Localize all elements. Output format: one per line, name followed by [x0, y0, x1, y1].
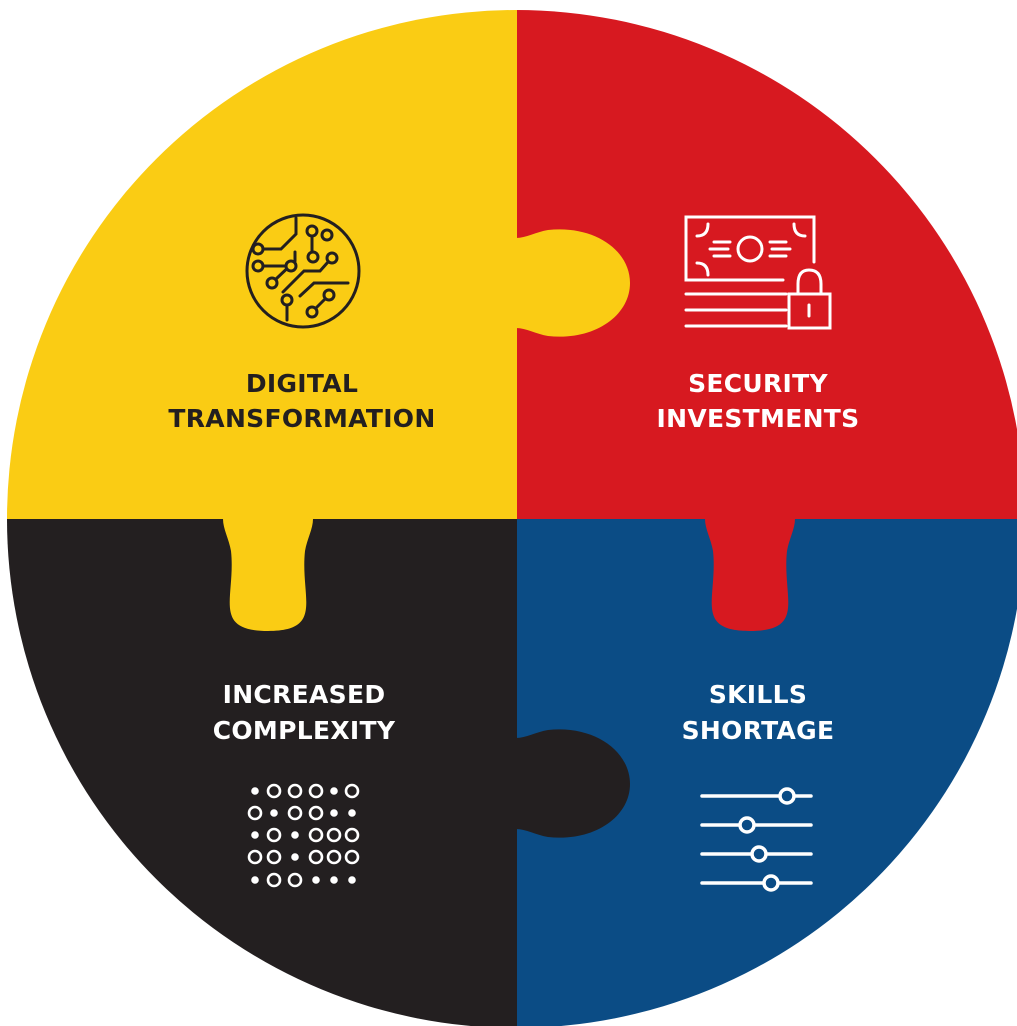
tab-black-into-blue	[516, 729, 630, 838]
label-digital-transformation: DIGITAL TRANSFORMATION	[168, 369, 435, 433]
label-line-2: SHORTAGE	[682, 716, 835, 745]
quadrant-digital-transformation	[7, 10, 517, 519]
dot-matrix-icon	[247, 783, 360, 888]
tab-red-into-blue	[705, 519, 795, 631]
label-line-2: TRANSFORMATION	[168, 404, 435, 433]
label-line-2: COMPLEXITY	[213, 716, 396, 745]
slider-controls-icon	[700, 787, 813, 892]
label-line-1: INCREASED	[223, 680, 386, 709]
money-lock-icon	[684, 215, 832, 330]
label-line-1: SKILLS	[709, 680, 807, 709]
label-line-2: INVESTMENTS	[657, 404, 860, 433]
label-security-investments: SECURITY INVESTMENTS	[657, 369, 860, 433]
label-line-1: DIGITAL	[246, 369, 358, 398]
tab-yellow-into-black	[223, 519, 313, 631]
label-skills-shortage: SKILLS SHORTAGE	[682, 680, 835, 745]
circuit-globe-icon	[245, 213, 361, 329]
label-line-1: SECURITY	[688, 369, 828, 398]
label-increased-complexity: INCREASED COMPLEXITY	[213, 680, 396, 745]
tab-yellow-into-red	[516, 229, 630, 337]
